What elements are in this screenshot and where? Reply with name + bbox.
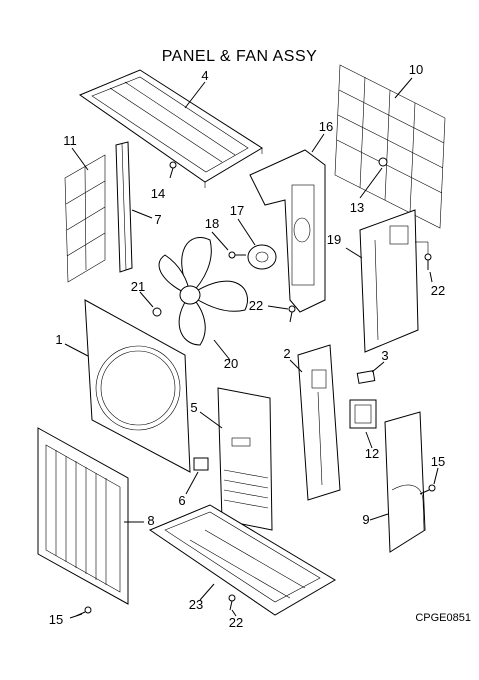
callout-15-right: 15 xyxy=(431,454,445,469)
front-grille-part xyxy=(37,427,129,605)
callout-21: 21 xyxy=(131,279,145,294)
callout-17: 17 xyxy=(230,203,244,218)
callout-3: 3 xyxy=(381,348,388,363)
callout-19: 19 xyxy=(327,232,341,247)
screw-part-22-right xyxy=(415,241,432,270)
callout-8: 8 xyxy=(147,513,154,528)
callout-22-bottom: 22 xyxy=(229,615,243,630)
callout-13: 13 xyxy=(350,200,364,215)
callout-23: 23 xyxy=(189,597,203,612)
rear-grille-part xyxy=(334,64,446,229)
nut-part-21 xyxy=(152,307,162,317)
screw-part-15-right xyxy=(419,484,436,495)
fan-bracket-part xyxy=(249,149,326,313)
screw-part-22-center xyxy=(288,305,296,323)
callout-10: 10 xyxy=(409,62,423,77)
callout-15-bottom: 15 xyxy=(49,612,63,627)
fan-motor-part xyxy=(247,244,277,270)
callout-2: 2 xyxy=(283,346,290,361)
side-grille-part xyxy=(64,154,106,283)
screw-part-22-bottom xyxy=(228,594,236,611)
pillar-part xyxy=(115,141,133,273)
screw-part-18 xyxy=(228,251,246,259)
screw-part-15-bottom xyxy=(75,606,92,617)
callout-9: 9 xyxy=(362,512,369,527)
callout-11: 11 xyxy=(63,133,77,148)
screw-part-14 xyxy=(169,161,177,179)
clip-part-6 xyxy=(193,457,209,471)
callout-14: 14 xyxy=(151,186,165,201)
diagram-title: PANEL & FAN ASSY xyxy=(161,48,318,65)
base-pan-part xyxy=(148,504,336,616)
propeller-fan-part xyxy=(158,237,249,346)
callout-22-center: 22 xyxy=(249,298,263,313)
callout-20: 20 xyxy=(224,356,238,371)
callout-22-right: 22 xyxy=(431,283,445,298)
callout-1: 1 xyxy=(55,332,62,347)
callout-18: 18 xyxy=(205,216,219,231)
callout-16: 16 xyxy=(319,119,333,134)
callout-12: 12 xyxy=(365,446,379,461)
top-panel-part xyxy=(78,69,263,188)
cap-part-3 xyxy=(356,370,376,384)
terminal-cover-part xyxy=(349,399,377,429)
fan-frame-part xyxy=(84,299,191,473)
side-panel-part xyxy=(359,209,419,353)
callout-4: 4 xyxy=(201,68,208,83)
partition-part xyxy=(297,344,341,501)
drawing-code: CPGE0851 xyxy=(415,612,471,624)
front-panel-part xyxy=(217,387,273,531)
callout-6: 6 xyxy=(178,493,185,508)
callout-7: 7 xyxy=(154,212,161,227)
side-cover-part xyxy=(384,411,426,553)
callout-5: 5 xyxy=(190,400,197,415)
